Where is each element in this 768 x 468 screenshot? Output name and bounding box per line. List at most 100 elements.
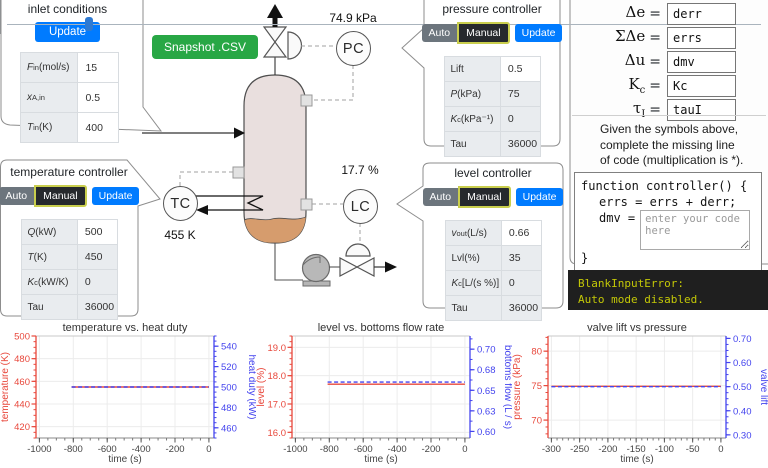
level-manual-button[interactable]: Manual <box>458 186 511 208</box>
svg-text:460: 460 <box>221 423 237 434</box>
tau-label: Tau <box>444 132 501 156</box>
svg-text:-250: -250 <box>570 444 589 455</box>
code-line: function controller() { <box>581 179 748 193</box>
temperature-auto-button[interactable]: Auto <box>0 187 35 205</box>
speed-slider-track <box>7 17 761 31</box>
pressure-sensor-nub <box>300 94 313 107</box>
vent-valve <box>262 26 288 44</box>
tau-i-value-box[interactable]: tauI <box>667 98 736 121</box>
svg-text:-800: -800 <box>320 444 339 455</box>
svg-text:0.70: 0.70 <box>477 345 496 356</box>
tau-i-symbol: τI <box>633 99 646 120</box>
speed-slider-thumb[interactable] <box>85 17 93 31</box>
svg-text:pressure (kPa): pressure (kPa) <box>512 354 523 420</box>
snapshot-csv-button[interactable]: Snapshot .CSV <box>152 35 259 59</box>
pressure-manual-button[interactable]: Manual <box>457 22 510 44</box>
p-value: 75 <box>500 82 540 106</box>
svg-text:-600: -600 <box>98 444 117 455</box>
svg-text:level vs. bottoms flow rate: level vs. bottoms flow rate <box>318 322 445 334</box>
q-input[interactable]: 500 <box>77 220 117 244</box>
code-line: } <box>581 251 589 266</box>
svg-text:-150: -150 <box>627 444 646 455</box>
svg-text:0.63: 0.63 <box>477 406 496 417</box>
xain-input[interactable]: 0.5 <box>78 83 118 112</box>
svg-text:460: 460 <box>14 377 30 388</box>
svg-text:500: 500 <box>221 383 237 394</box>
svg-text:-400: -400 <box>132 444 151 455</box>
exercise-instructions: Given the symbols above, complete the mi… <box>600 122 744 168</box>
svg-text:0.30: 0.30 <box>733 430 752 441</box>
fin-input[interactable]: 15 <box>78 53 118 82</box>
temperature-controller-panel: temperature controller Auto Manual Updat… <box>0 165 140 320</box>
lift-input[interactable]: 0.5 <box>500 57 540 81</box>
flash-vessel <box>243 74 307 244</box>
level-auto-button[interactable]: Auto <box>422 188 459 206</box>
code-input-textarea[interactable] <box>640 210 751 251</box>
svg-text:0: 0 <box>462 444 467 455</box>
temperature-readout: 455 K <box>164 228 196 242</box>
level-controller-instrument: LC <box>343 189 378 224</box>
svg-text:0: 0 <box>206 444 211 455</box>
bottoms-valve-actuator <box>345 243 371 257</box>
svg-text:540: 540 <box>221 342 237 353</box>
svg-text:-400: -400 <box>388 444 407 455</box>
svg-text:520: 520 <box>221 362 237 373</box>
svg-text:-200: -200 <box>166 444 185 455</box>
vout-input[interactable]: 0.66 <box>501 221 541 245</box>
svg-text:480: 480 <box>221 403 237 414</box>
inlet-panel-title: inlet conditions <box>27 2 108 16</box>
vent-valve <box>262 40 288 58</box>
svg-text:temperature vs. heat duty: temperature vs. heat duty <box>63 322 188 334</box>
pressure-update-button[interactable]: Update <box>514 24 563 42</box>
sum-delta-e-value-box[interactable]: errs <box>667 26 736 49</box>
svg-text:-1000: -1000 <box>283 444 307 455</box>
kc-symbol: Kc <box>628 75 646 96</box>
console-line: Auto mode disabled. <box>578 292 704 306</box>
svg-text:level (%): level (%) <box>256 368 267 407</box>
svg-text:-1000: -1000 <box>27 444 51 455</box>
tin-input[interactable]: 400 <box>78 113 118 142</box>
heat-arrow <box>196 205 208 215</box>
pressure-readout: 74.9 kPa <box>329 11 377 25</box>
svg-text:-50: -50 <box>686 444 700 455</box>
svg-text:500: 500 <box>14 332 30 343</box>
instrument-signal-lines <box>179 45 361 242</box>
svg-text:-200: -200 <box>422 444 441 455</box>
svg-text:valve lift vs pressure: valve lift vs pressure <box>587 322 687 334</box>
vapor-out-arrow <box>272 17 278 27</box>
svg-text:17.0: 17.0 <box>268 400 287 411</box>
tau-label: Tau <box>21 295 78 319</box>
inlet-update-button[interactable]: Update <box>34 22 101 42</box>
delta-e-value-box[interactable]: derr <box>667 2 736 25</box>
t-label: T (K) <box>21 245 78 269</box>
temperature-update-button[interactable]: Update <box>91 187 140 205</box>
kc-value: 0 <box>77 270 117 294</box>
svg-text:0.60: 0.60 <box>733 358 752 369</box>
svg-text:18.0: 18.0 <box>268 371 287 382</box>
pump <box>301 253 331 283</box>
vapor-out-arrow <box>267 4 283 18</box>
kc-value-box[interactable]: Kc <box>667 74 736 97</box>
tau-label: Tau <box>445 296 502 320</box>
svg-text:0.40: 0.40 <box>733 406 752 417</box>
pressure-auto-button[interactable]: Auto <box>421 24 458 42</box>
pressure-panel-title: pressure controller <box>442 2 542 16</box>
tau-value: 36000 <box>77 295 117 319</box>
level-update-button[interactable]: Update <box>515 188 564 206</box>
kc-value: 0 <box>500 107 540 131</box>
temperature-manual-button[interactable]: Manual <box>34 185 87 207</box>
delta-u-value-box[interactable]: dmv <box>667 50 736 73</box>
lvl-value: 35 <box>501 246 541 270</box>
svg-text:19.0: 19.0 <box>268 343 287 354</box>
